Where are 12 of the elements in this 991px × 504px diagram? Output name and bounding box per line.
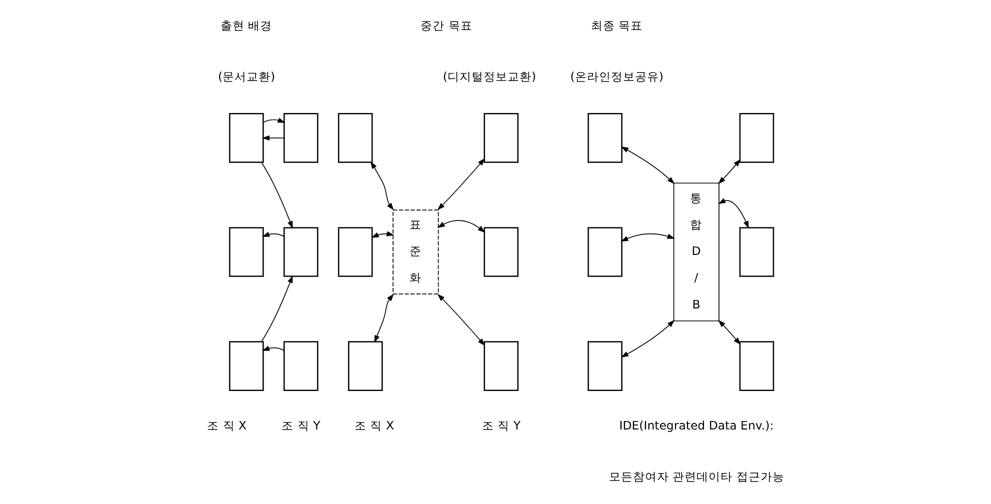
label: (온라인정보공유) <box>570 70 664 84</box>
label: 조 직 Y <box>482 418 520 432</box>
label: 최종 목표 <box>590 18 643 33</box>
label: 조 직 X <box>354 418 394 432</box>
label: 모든참여자 관련데이타 접근가능 <box>608 470 784 484</box>
label: 조 직 Y <box>282 418 320 432</box>
label: (디지털정보교환) <box>442 70 536 84</box>
label: 조 직 X <box>207 418 247 432</box>
label: IDE(Integrated Data Env.): <box>619 418 774 432</box>
label: (문서교환) <box>218 70 276 84</box>
label: 중간 목표 <box>420 18 472 33</box>
label: 출현 배경 <box>220 18 272 33</box>
